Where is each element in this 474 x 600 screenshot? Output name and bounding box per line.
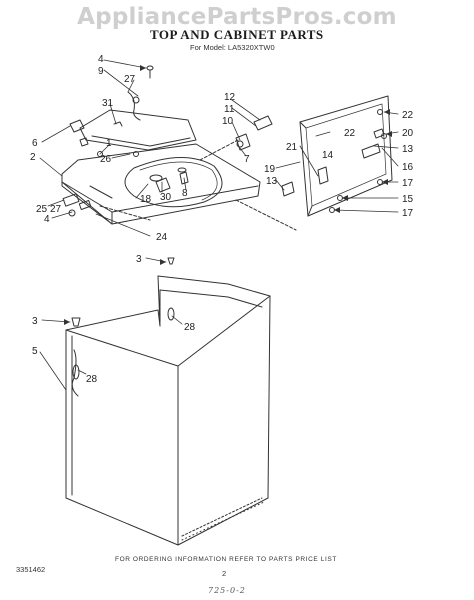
cabinet-screws bbox=[71, 257, 175, 380]
callout-27: 27 bbox=[124, 74, 136, 85]
callout-25: 25 bbox=[36, 204, 48, 215]
callout-4: 4 bbox=[98, 54, 104, 65]
callout-26: 26 bbox=[100, 154, 112, 165]
callout-3-top: 3 bbox=[136, 254, 142, 265]
callout-13-right: 13 bbox=[402, 144, 414, 155]
callout-30: 30 bbox=[160, 192, 172, 203]
callout-18: 18 bbox=[140, 194, 152, 205]
ordering-info: FOR ORDERING INFORMATION REFER TO PARTS … bbox=[115, 556, 337, 563]
callout-14: 14 bbox=[322, 150, 334, 161]
model-line: For Model: LA5320XTW0 bbox=[190, 43, 275, 52]
callout-11: 11 bbox=[224, 104, 235, 115]
callout-17-bottom: 17 bbox=[402, 208, 414, 219]
callout-16: 16 bbox=[402, 162, 414, 173]
callout-20: 20 bbox=[402, 128, 414, 139]
callout-6: 6 bbox=[32, 138, 38, 149]
lid-switch-bracket bbox=[235, 115, 295, 197]
top-panel-assembly bbox=[61, 109, 297, 231]
callout-19: 19 bbox=[264, 164, 276, 175]
callout-4-left: 4 bbox=[44, 214, 50, 225]
callout-labels: 4 9 27 31 6 1 2 26 25 4 27 24 18 30 8 12… bbox=[30, 54, 414, 385]
callout-15: 15 bbox=[402, 194, 414, 205]
callout-28-left: 28 bbox=[86, 374, 98, 385]
callout-5: 5 bbox=[32, 346, 38, 357]
callout-13-left: 13 bbox=[266, 176, 278, 187]
callout-9: 9 bbox=[98, 66, 104, 77]
page-title: TOP AND CABINET PARTS bbox=[150, 27, 324, 42]
callout-22-top: 22 bbox=[402, 110, 414, 121]
callout-31: 31 bbox=[102, 98, 114, 109]
handwritten-note: 725-0-2 bbox=[208, 586, 246, 595]
callout-27-left: 27 bbox=[50, 204, 62, 215]
leader-lines bbox=[39, 59, 399, 391]
callout-24: 24 bbox=[156, 232, 168, 243]
callout-22-mid: 22 bbox=[344, 128, 356, 139]
callout-1: 1 bbox=[106, 138, 112, 149]
callout-3-left: 3 bbox=[32, 316, 38, 327]
callout-10: 10 bbox=[222, 116, 234, 127]
lid-assembly bbox=[299, 95, 393, 217]
arrowheads bbox=[64, 65, 392, 325]
callout-28-right: 28 bbox=[184, 322, 196, 333]
document-number: 3351462 bbox=[16, 565, 46, 574]
callout-7: 7 bbox=[244, 154, 250, 165]
screws-right bbox=[329, 109, 387, 213]
callout-2: 2 bbox=[30, 152, 36, 163]
callout-17-top: 17 bbox=[402, 178, 414, 189]
watermark: AppliancePartsPros.com bbox=[77, 4, 397, 30]
callout-12: 12 bbox=[224, 92, 236, 103]
callout-21: 21 bbox=[286, 142, 298, 153]
callout-8: 8 bbox=[182, 188, 188, 199]
page-number: 2 bbox=[222, 569, 227, 578]
cabinet bbox=[65, 275, 271, 546]
